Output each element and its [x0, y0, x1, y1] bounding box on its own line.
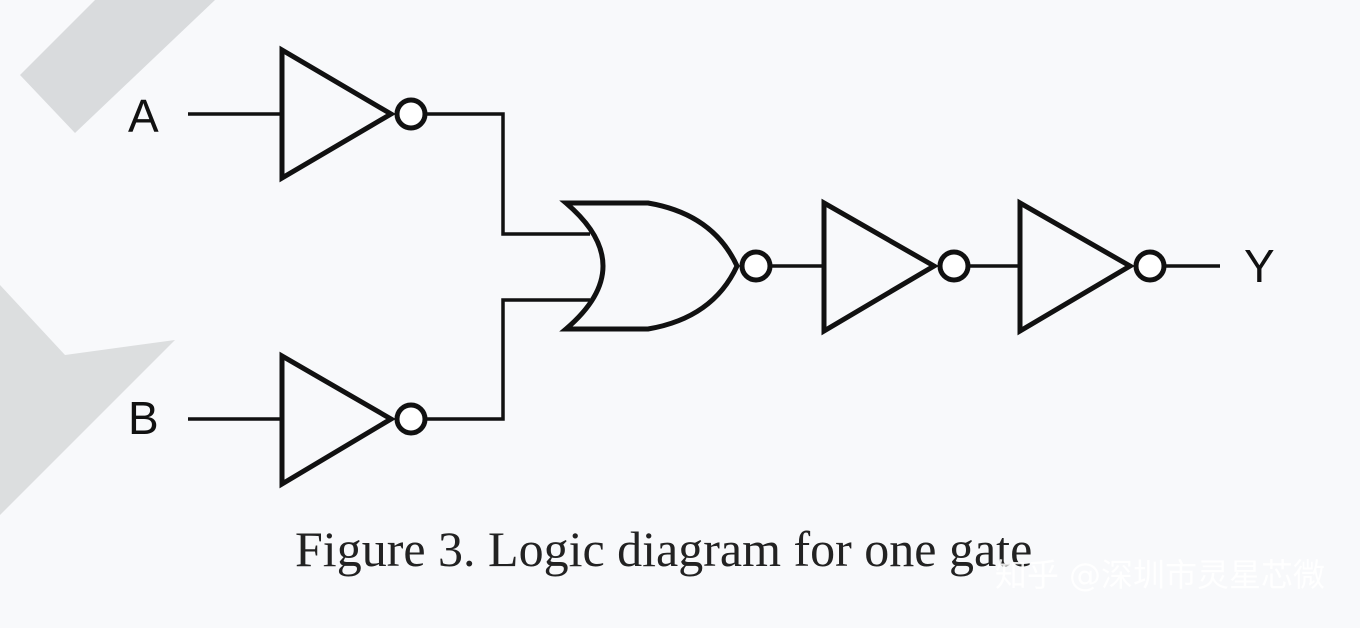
- watermark-text: 知乎 @深圳市灵星芯微: [995, 556, 1325, 594]
- not-gate-a: [279, 45, 396, 183]
- nor-gate-bubble: [739, 249, 773, 283]
- figure-caption: Figure 3. Logic diagram for one gate: [295, 521, 1032, 577]
- input-label-a: A: [128, 90, 159, 142]
- not-gate-b-bubble: [394, 402, 428, 436]
- wire-not-b-to-nor: [425, 298, 590, 421]
- decorative-shape: [20, 0, 215, 133]
- not-gate-b: [279, 351, 396, 489]
- wire-not-a-to-nor: [425, 112, 590, 236]
- not-gate-2-bubble: [937, 249, 971, 283]
- nor-gate: [559, 200, 740, 332]
- not-gate-3: [1017, 198, 1135, 336]
- not-gate-a-bubble: [394, 97, 428, 131]
- not-gate-3-bubble: [1133, 249, 1167, 283]
- decorative-shape: [0, 285, 175, 515]
- output-label-y: Y: [1244, 240, 1275, 292]
- input-label-b: B: [128, 392, 159, 444]
- not-gate-2: [821, 198, 939, 336]
